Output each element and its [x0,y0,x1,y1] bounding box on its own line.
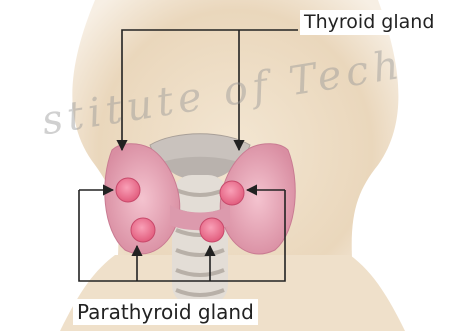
parathyroid-gland-label: Parathyroid gland [73,299,258,325]
parathyroid-upper-left [116,178,140,202]
thyroid-gland-label: Thyroid gland [300,10,438,35]
parathyroid-upper-right [220,181,244,205]
parathyroid-lower-right [200,218,224,242]
parathyroid-lower-left [131,218,155,242]
